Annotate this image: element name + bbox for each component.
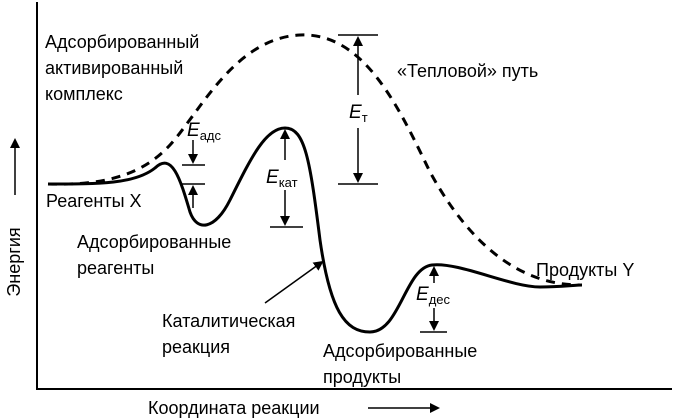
- thermal-path-label: «Тепловой» путь: [397, 61, 538, 81]
- products-y-label: Продукты Y: [536, 260, 634, 280]
- adsorbed-products-label-1: Адсорбированные: [323, 341, 477, 361]
- adsorbed-complex-label-2: активированный: [45, 58, 183, 78]
- y-axis-label: Энергия: [4, 227, 24, 296]
- x-axis-label: Координата реакции: [148, 398, 320, 418]
- e-des-label: Eдес: [416, 284, 451, 307]
- adsorbed-products-label-2: продукты: [323, 367, 401, 387]
- adsorbed-reagents-label-1: Адсорбированные: [77, 232, 231, 252]
- adsorbed-complex-label-1: Адсорбированный: [45, 32, 199, 52]
- e-cat-label: Eкат: [266, 167, 298, 190]
- reagents-x-label: Реагенты X: [46, 191, 142, 211]
- catalytic-path-curve: [47, 126, 583, 334]
- thermal-path-curve: [47, 33, 581, 287]
- catalytic-reaction-pointer: [264, 260, 324, 304]
- adsorbed-complex-label-3: комплекс: [45, 84, 123, 104]
- catalytic-reaction-label-1: Каталитическая: [162, 311, 295, 331]
- e-ads-label: Eадс: [187, 120, 222, 143]
- adsorbed-reagents-label-2: реагенты: [77, 258, 154, 278]
- catalytic-reaction-label-2: реакция: [162, 337, 230, 357]
- e-t-label: Eт: [349, 102, 368, 125]
